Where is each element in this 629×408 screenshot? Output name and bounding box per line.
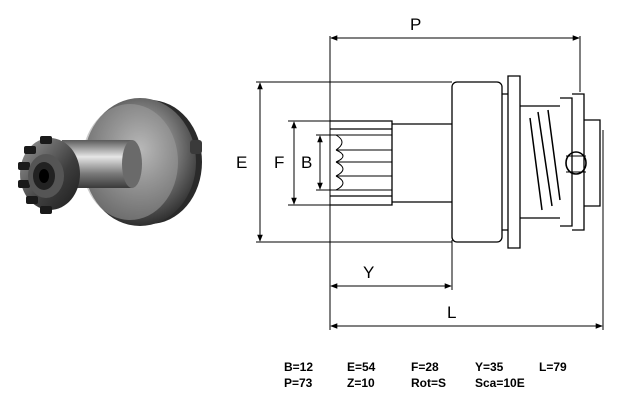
part-outline [330, 75, 601, 249]
dimension-p-label: P [410, 15, 421, 34]
spec-b: B=12 [284, 360, 314, 374]
dimension-b-label: B [301, 153, 312, 172]
dimension-y-label: Y [363, 263, 374, 282]
spec-rot: Rot=S [411, 376, 447, 390]
dimension-l-label: L [447, 303, 456, 322]
spec-l: L=79 [539, 360, 567, 374]
spec-f: F=28 [411, 360, 439, 374]
dimension-e-label: E [236, 153, 247, 172]
spec-e: E=54 [347, 360, 376, 374]
spec-p: P=73 [284, 376, 313, 390]
spec-y: Y=35 [475, 360, 504, 374]
product-photo [18, 98, 202, 226]
spec-sca: Sca=10E [475, 376, 525, 390]
spec-z: Z=10 [347, 376, 375, 390]
dimension-f-label: F [274, 153, 284, 172]
dimension-lines [256, 35, 604, 330]
